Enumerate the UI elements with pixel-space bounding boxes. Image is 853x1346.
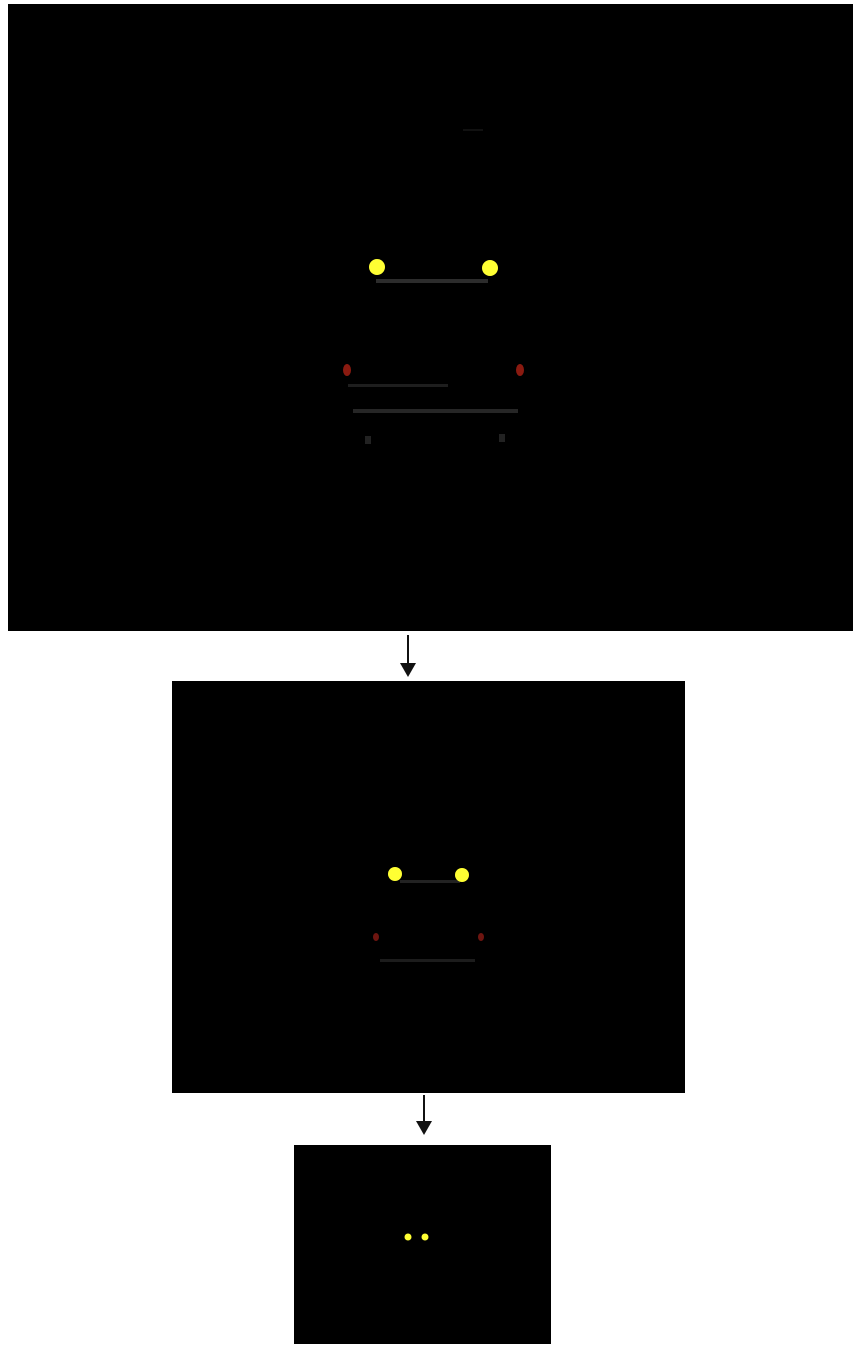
- headlight-right: [421, 1233, 429, 1241]
- vehicle-lights-scene-medium: [373, 867, 484, 962]
- headlight-left: [404, 1233, 412, 1241]
- faint-bumper-line: [400, 880, 460, 883]
- taillight-right: [516, 364, 524, 376]
- headlight-left: [388, 867, 402, 881]
- night-frame-small: [294, 1145, 551, 1344]
- faint-lower-bumper: [353, 409, 518, 413]
- down-arrow-icon: [398, 633, 418, 679]
- night-frame-large: [8, 4, 853, 631]
- vehicle-lights-scene-small: [404, 1233, 429, 1241]
- vehicle-lights-scene-large: [343, 129, 524, 444]
- headlight-right: [482, 260, 498, 276]
- faint-bumper-line: [376, 279, 488, 283]
- faint-body-line: [348, 384, 448, 387]
- headlight-right: [455, 868, 469, 882]
- taillight-left: [343, 364, 351, 376]
- faint-wheel-left: [365, 436, 371, 444]
- taillight-right: [478, 933, 484, 941]
- headlight-left: [369, 259, 385, 275]
- taillight-left: [373, 933, 379, 941]
- faint-lower-bumper: [380, 959, 475, 962]
- faint-wheel-right: [499, 434, 505, 442]
- faint-top-mark: [463, 129, 483, 131]
- down-arrow-icon: [414, 1093, 434, 1137]
- night-frame-medium: [172, 681, 685, 1093]
